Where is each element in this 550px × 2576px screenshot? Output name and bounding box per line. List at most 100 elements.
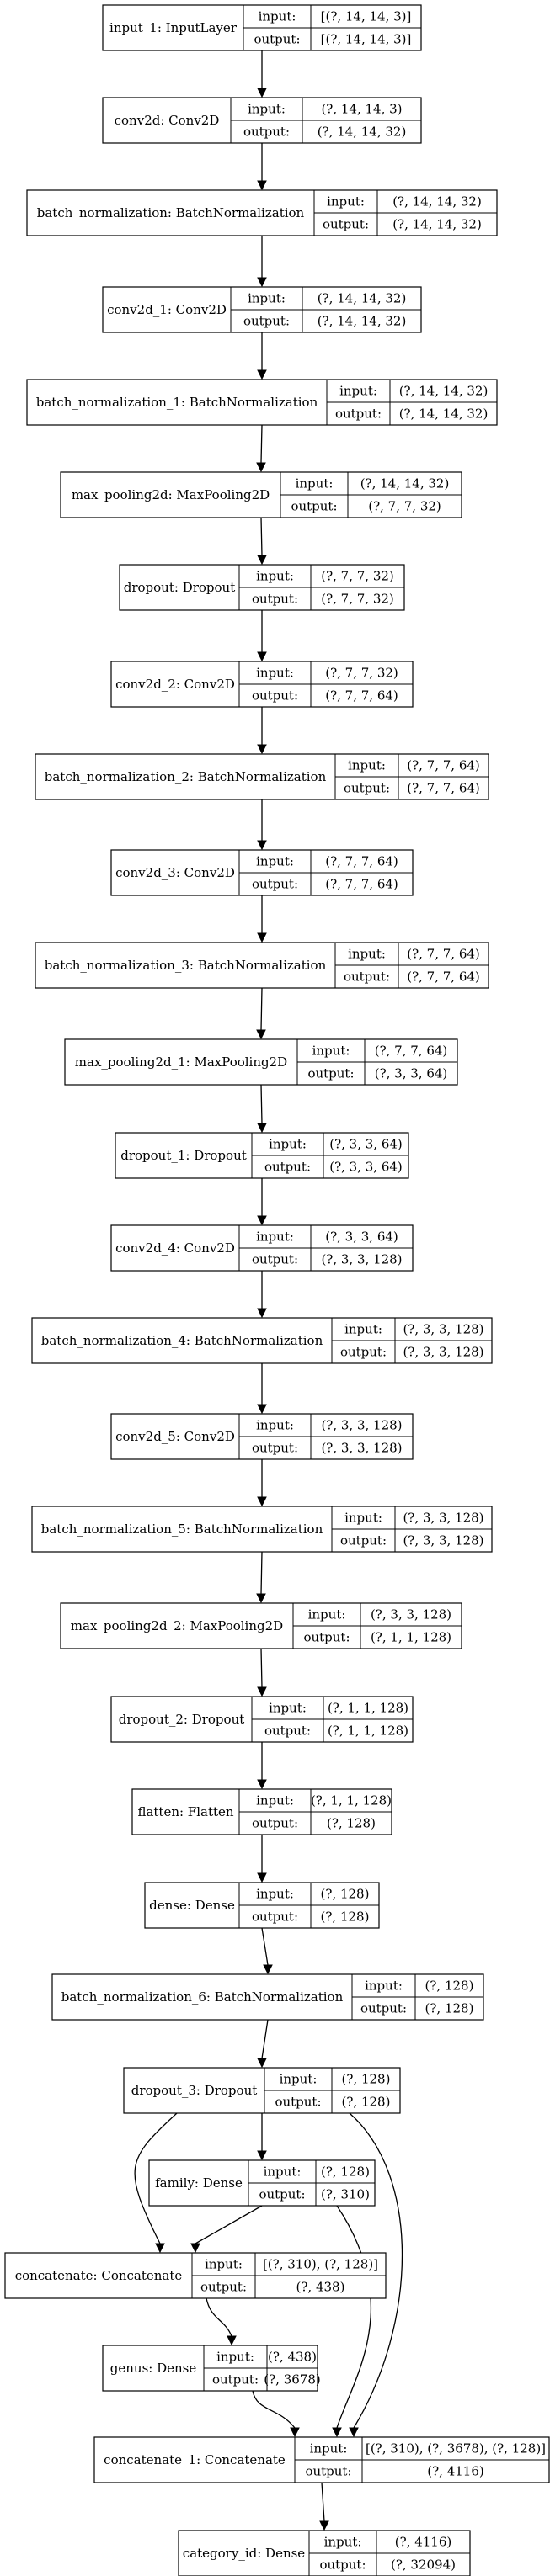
input-shape: (?, 14, 14, 32) (318, 291, 407, 306)
output-port-label: output: (275, 2095, 321, 2110)
arrow-head (256, 462, 266, 473)
output-port-label: output: (344, 781, 390, 796)
arrow-head (257, 555, 267, 566)
layer-node-batch_normalization_4: batch_normalization_4: BatchNormalizatio… (31, 1317, 493, 1364)
layer-node-max_pooling2d_1: max_pooling2d_1: MaxPooling2Dinput:outpu… (64, 1038, 458, 1086)
input-shape: (?, 128) (425, 1978, 474, 1994)
edge-batch_normalization_4-to-conv2d_5 (257, 1363, 267, 1415)
input-port-label: input: (344, 1511, 382, 1526)
output-shape: (?, 14, 14, 32) (318, 314, 407, 329)
edge-batch_normalization-to-conv2d_1 (257, 236, 267, 288)
arrow-head (257, 277, 267, 288)
edge-dropout_1-to-conv2d_4 (257, 1178, 267, 1226)
output-shape: (?, 7, 7, 32) (368, 499, 441, 514)
input-shape: (?, 3, 3, 128) (403, 1511, 483, 1526)
layer-node-batch_normalization: batch_normalization: BatchNormalization i… (26, 189, 498, 236)
layer-label: conv2d_2: Conv2D (115, 677, 235, 692)
output-shape: (?, 7, 7, 64) (325, 877, 398, 892)
edge-conv2d_2-to-batch_normalization_2 (257, 707, 267, 755)
input-port-label: input: (256, 1793, 294, 1809)
arrow-head (257, 1215, 267, 1226)
input-shape: (?, 7, 7, 64) (375, 1044, 448, 1059)
edge-batch_normalization_5-to-max_pooling2d_2 (256, 1551, 266, 1604)
output-shape: (?, 128) (342, 2095, 391, 2110)
arrow-head (290, 2427, 300, 2438)
arrow-head (190, 2243, 200, 2254)
output-port-label: output: (305, 2464, 351, 2479)
output-shape: (?, 3, 3, 128) (403, 1533, 483, 1548)
output-port-label: output: (252, 1441, 298, 1456)
input-shape: (?, 14, 14, 32) (360, 476, 450, 491)
layer-node-batch_normalization_6: batch_normalization_6: BatchNormalizatio… (51, 1973, 484, 2021)
input-shape: (?, 14, 14, 3) (321, 102, 402, 117)
arrow-head (257, 932, 267, 943)
layer-label: batch_normalization_4: BatchNormalizatio… (41, 1333, 323, 1348)
layer-label: batch_normalization_3: BatchNormalizatio… (45, 958, 327, 973)
input-port-label: input: (269, 1701, 307, 1716)
output-port-label: output: (335, 406, 382, 422)
input-shape: (?, 14, 14, 32) (392, 194, 482, 210)
edge-concatenate-to-genus (206, 2297, 237, 2346)
arrow-head (257, 1496, 267, 1507)
layer-node-batch_normalization_1: batch_normalization_1: BatchNormalizatio… (26, 379, 498, 426)
input-shape: (?, 128) (321, 1887, 370, 1902)
arrow-head (257, 2150, 267, 2161)
layer-label: conv2d_3: Conv2D (115, 865, 235, 880)
edge-conv2d-to-batch_normalization (257, 143, 267, 191)
input-shape: (?, 7, 7, 64) (407, 947, 480, 962)
layer-label: batch_normalization: BatchNormalization (37, 205, 305, 220)
edge-dropout-to-conv2d_2 (257, 610, 267, 662)
input-shape: (?, 438) (268, 2350, 317, 2365)
layer-node-batch_normalization_5: batch_normalization_5: BatchNormalizatio… (31, 1506, 493, 1553)
arrow-head (257, 651, 267, 662)
output-shape: (?, 7, 7, 32) (321, 592, 394, 607)
input-port-label: input: (256, 666, 294, 681)
output-shape: (?, 7, 7, 64) (325, 688, 398, 704)
layer-label: conv2d_5: Conv2D (115, 1429, 235, 1444)
output-port-label: output: (212, 2372, 259, 2387)
arrow-head (263, 1964, 273, 1975)
layer-label: dropout_2: Dropout (119, 1712, 245, 1727)
input-shape: (?, 14, 14, 32) (399, 384, 489, 399)
input-shape: (?, 3, 3, 128) (321, 1418, 402, 1433)
output-port-label: output: (319, 2557, 366, 2573)
edge-line (252, 2390, 296, 2429)
layer-node-concatenate: concatenate: Concatenateinput:output:[(?… (4, 2252, 387, 2299)
edge-line (261, 2019, 269, 2059)
layer-label: dropout_1: Dropout (120, 1148, 247, 1163)
output-port-label: output: (252, 1909, 298, 1925)
output-port-label: output: (254, 32, 300, 47)
input-port-label: input: (327, 194, 365, 210)
edge-line (321, 2482, 325, 2522)
arrow-head (257, 840, 267, 851)
arrow-head (257, 1872, 267, 1883)
layer-label: conv2d: Conv2D (115, 113, 220, 128)
edge-conv2d_4-to-batch_normalization_4 (257, 1271, 267, 1319)
output-port-label: output: (291, 499, 337, 514)
output-shape: (?, 14, 14, 32) (399, 406, 489, 422)
output-shape: (?, 14, 14, 32) (318, 125, 407, 140)
edge-dense-to-batch_normalization_6 (261, 1927, 273, 1975)
input-port-label: input: (269, 1137, 307, 1152)
arrow-head (257, 369, 267, 380)
edges-layer (134, 50, 403, 2531)
edge-line (260, 1084, 263, 1124)
output-shape: [(?, 14, 14, 3)] (321, 32, 412, 47)
arrow-head (332, 2427, 342, 2438)
output-port-label: output: (252, 1252, 298, 1267)
output-shape: (?, 128) (321, 1909, 370, 1925)
edge-family-to-concatenate_1 (332, 2205, 372, 2438)
arrow-head (257, 1308, 267, 1319)
edge-line (260, 1648, 263, 1688)
output-port-label: output: (259, 2187, 305, 2202)
input-port-label: input: (256, 569, 294, 584)
edge-batch_normalization_6-to-dropout_3 (257, 2019, 269, 2069)
